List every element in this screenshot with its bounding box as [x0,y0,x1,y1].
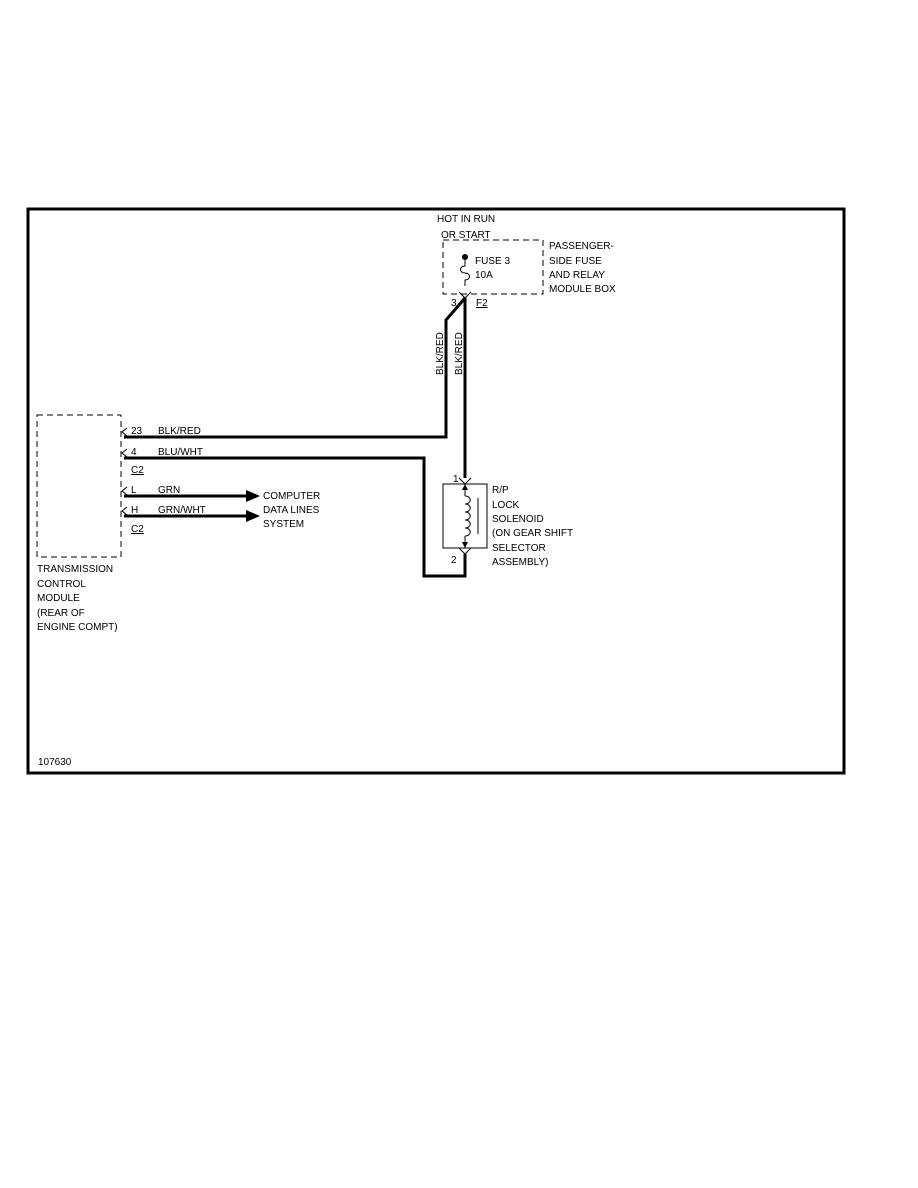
fuse-box-name-line-2: SIDE FUSE [549,256,602,267]
tcm-pin-23: 23 [131,426,143,437]
tcm-wire-label-4: BLU/WHT [158,447,203,458]
tcm-pin-4: 4 [131,447,137,458]
tcm-name-line-1: TRANSMISSION [37,564,113,575]
solenoid-terminal-bottom-icon [458,547,472,555]
data-lines-label-line-1: COMPUTER [263,491,320,502]
arrow-right-icon [246,490,260,502]
tcm-wire-label-l: GRN [158,485,180,496]
fuse-box-name-line-1: PASSENGER- [549,241,614,252]
tcm-pin-h: H [131,505,138,516]
solenoid-name-line-4: (ON GEAR SHIFT [492,528,573,539]
power-source-label-line-1: HOT IN RUN [437,214,495,225]
data-lines-label-line-3: SYSTEM [263,519,304,530]
data-lines-label-line-2: DATA LINES [263,505,320,516]
tcm-wire-label-23: BLK/RED [158,426,201,437]
solenoid-name-line-6: ASSEMBLY) [492,557,549,568]
diagram-frame [26,207,846,775]
fuse-box-name-line-3: AND RELAY [549,270,605,281]
tcm-name-line-3: MODULE [37,593,80,604]
solenoid-name-line-2: LOCK [492,500,520,511]
tcm-name-line-2: CONTROL [37,579,86,590]
fuse-box-pin: 3 [451,298,457,309]
fuse-rating: 10A [475,270,493,281]
tcm-name-line-4: (REAR OF [37,608,85,619]
tcm-pin-l: L [131,485,137,496]
fuse-box-connector: F2 [476,298,488,309]
wire-blk-red-to-tcm [124,297,467,439]
solenoid-terminal-top-icon [458,477,472,485]
wire-label-vertical-left: BLK/RED [435,332,446,375]
wire-blu-wht-to-solenoid [124,456,467,578]
solenoid-name-line-3: SOLENOID [492,514,544,525]
solenoid-pin-1: 1 [453,474,459,485]
solenoid-name-line-5: SELECTOR [492,543,546,554]
solenoid-coil-icon [462,484,479,548]
tcm-outline [36,414,122,558]
arrow-right-icon [246,510,260,522]
power-source-label-line-2: OR START [441,230,491,241]
tcm-connector-label-1: C2 [131,465,144,476]
wire-label-vertical-right: BLK/RED [454,332,465,375]
solenoid-name-line-1: R/P [492,485,509,496]
tcm-wire-label-h: GRN/WHT [158,505,206,516]
fuse-box-terminal-icon [458,291,472,299]
fuse-icon [460,254,470,286]
fuse-box-outline [442,239,544,295]
tcm-terminal-icons [121,427,128,516]
fuse-label: FUSE 3 [475,256,510,267]
solenoid-pin-2: 2 [451,555,457,566]
fuse-box-name-line-4: MODULE BOX [549,284,616,295]
tcm-connector-label-2: C2 [131,524,144,535]
figure-id: 107630 [38,757,72,768]
tcm-name-line-5: ENGINE COMPT) [37,622,118,633]
